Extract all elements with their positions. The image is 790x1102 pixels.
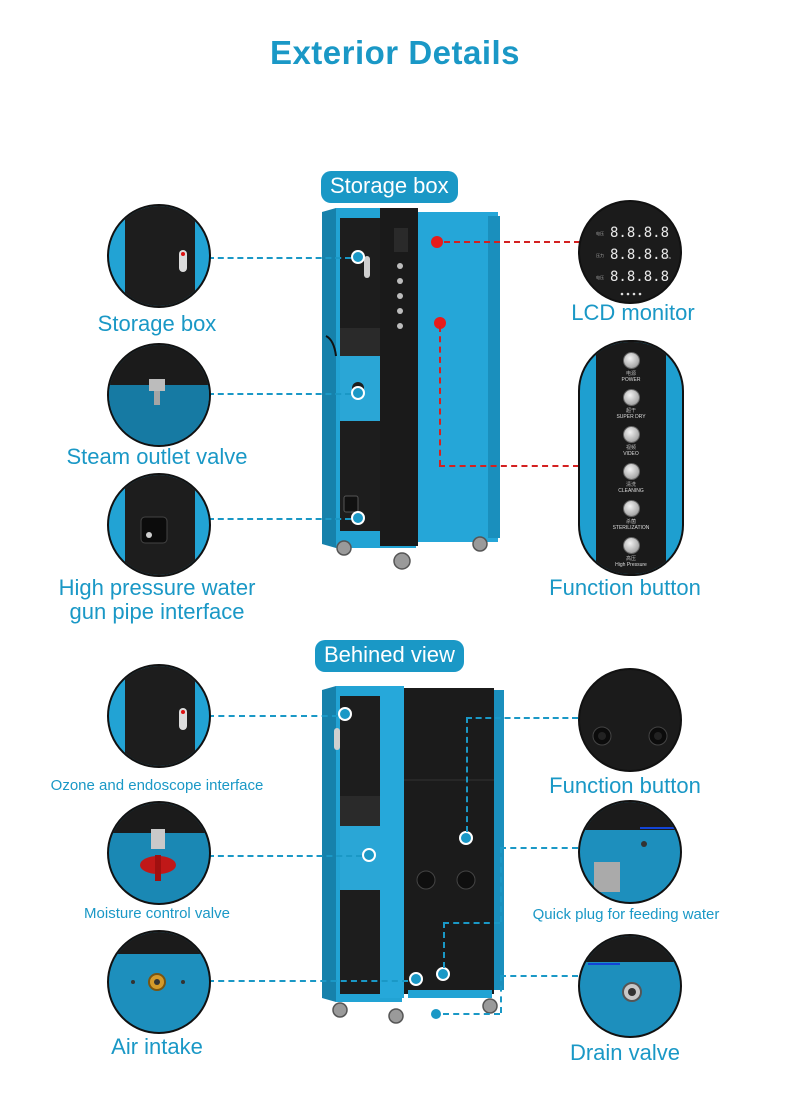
label-back-function: Function button [549, 773, 701, 798]
svg-text:8.8.8.8: 8.8.8.8 [610, 269, 669, 285]
function-button-knob-icon [622, 389, 640, 406]
label-ozone: Ozone and endoscope interface [50, 777, 264, 794]
marker-high-pressure [351, 511, 365, 525]
function-button-knob-icon [622, 537, 640, 554]
function-button-cn-label: 超干 [625, 408, 636, 414]
function-button-cn-label: 电源 [625, 371, 636, 377]
svg-text:压力: 压力 [596, 252, 604, 258]
label-high-pressure-1: High pressure water [58, 575, 256, 600]
quick-plug-closeup [578, 800, 682, 904]
label-moisture: Moisture control valve [84, 905, 230, 922]
function-button-cn-label: 高压 [625, 556, 636, 562]
machine-back-illustration [322, 686, 504, 1024]
marker-air-intake [409, 972, 423, 986]
steam-outlet-closeup [107, 343, 211, 447]
function-button-en-label: POWER [621, 377, 641, 383]
marker-drain [429, 1007, 443, 1021]
label-storage-box: Storage box [97, 311, 217, 336]
storage-box-closeup [107, 204, 211, 308]
machine-front-illustration [322, 208, 500, 570]
marker-function-button [434, 317, 446, 329]
air-intake-closeup [107, 930, 211, 1034]
svg-text:8.8.8.8: 8.8.8.8 [610, 225, 669, 241]
page-title: Exterior Details [269, 34, 521, 71]
label-quick-plug: Quick plug for feeding water [532, 906, 720, 923]
function-button-knob-icon [622, 463, 640, 480]
lcd-monitor-closeup: 电压 8.8.8.8 压力 8.8.8.8 kPa 电压 8.8.8.8 [578, 200, 682, 304]
function-button-cn-label: 清洗 [625, 482, 636, 488]
label-drain-valve: Drain valve [569, 1040, 681, 1065]
svg-text:8.8.8.8: 8.8.8.8 [610, 247, 669, 263]
marker-back-function [459, 831, 473, 845]
marker-ozone [338, 707, 352, 721]
label-high-pressure-2: gun pipe interface [69, 599, 245, 624]
function-button-cn-label: 杀菌 [625, 519, 636, 525]
function-button-en-label: VIDEO [623, 451, 639, 457]
svg-text:电压: 电压 [596, 230, 604, 236]
marker-steam-outlet [351, 386, 365, 400]
label-lcd-monitor: LCD monitor [571, 300, 695, 325]
section-label-behined-view: Behined view [315, 640, 464, 672]
high-pressure-closeup [107, 473, 211, 577]
ozone-closeup [107, 664, 211, 768]
drain-valve-closeup [578, 934, 682, 1038]
svg-text:kPa: kPa [664, 255, 672, 260]
function-button-en-label: STERILIZATION [612, 525, 650, 531]
function-button-cn-label: 视频 [625, 445, 636, 451]
function-button-knob-icon [622, 500, 640, 517]
label-air-intake: Air intake [111, 1034, 203, 1059]
function-button-knob-icon [622, 352, 640, 369]
back-function-closeup [578, 668, 682, 772]
marker-quick-plug [436, 967, 450, 981]
moisture-closeup [107, 801, 211, 905]
label-function-button: Function button [549, 575, 701, 600]
function-button-en-label: High Pressure [615, 562, 647, 568]
function-button-en-label: SUPER DRY [616, 414, 646, 420]
function-button-knob-icon [622, 426, 640, 443]
svg-text:电压: 电压 [596, 274, 604, 280]
marker-lcd [431, 236, 443, 248]
marker-storage-box [351, 250, 365, 264]
label-steam-outlet: Steam outlet valve [66, 444, 248, 469]
function-button-en-label: CLEANING [618, 488, 644, 494]
marker-moisture [362, 848, 376, 862]
section-label-storage-box: Storage box [321, 171, 458, 203]
